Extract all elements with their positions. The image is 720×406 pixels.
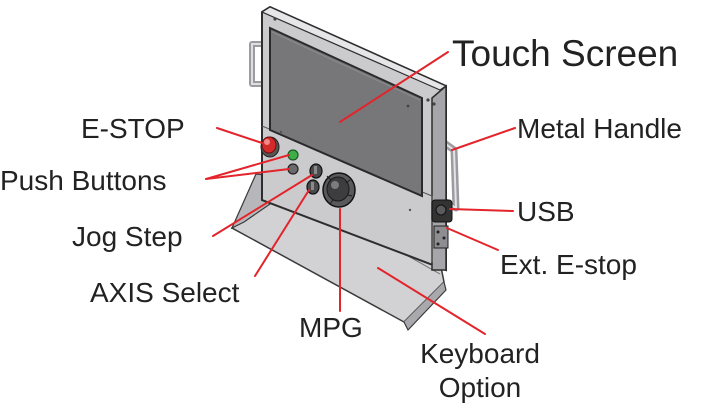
label-keyboard-line2: Option bbox=[438, 372, 522, 403]
leader-jog-step bbox=[212, 174, 313, 237]
axis-select-knob bbox=[306, 179, 320, 195]
leader-e-stop bbox=[216, 127, 263, 144]
leader-metal-handle bbox=[451, 127, 516, 151]
jog-step-knob bbox=[309, 163, 323, 179]
label-keyboard-line1: Keyboard bbox=[420, 338, 540, 369]
leader-usb bbox=[449, 208, 514, 212]
label-mpg: MPG bbox=[299, 312, 363, 343]
label-ext-estop: Ext. E-stop bbox=[500, 249, 637, 280]
estop-button bbox=[260, 136, 280, 158]
leader-push-button-top bbox=[205, 154, 290, 180]
label-usb: USB bbox=[517, 196, 575, 227]
leader-touch-screen bbox=[339, 51, 449, 123]
left-metal-handle bbox=[249, 41, 263, 87]
label-jog-step: Jog Step bbox=[72, 221, 183, 252]
usb-port bbox=[431, 199, 453, 223]
touch-screen-display bbox=[269, 26, 423, 198]
label-keyboard-option: Keyboard Option bbox=[404, 337, 556, 405]
leader-axis-select bbox=[254, 189, 310, 277]
leader-lines bbox=[205, 51, 516, 335]
mpg-handwheel bbox=[322, 172, 356, 208]
leader-keyboard bbox=[377, 267, 486, 335]
label-touch-screen: Touch Screen bbox=[452, 33, 679, 74]
label-push-buttons: Push Buttons bbox=[0, 165, 167, 196]
ext-estop-connector bbox=[433, 225, 449, 249]
leader-push-button-bottom bbox=[205, 168, 290, 180]
label-metal-handle: Metal Handle bbox=[517, 113, 682, 144]
label-axis-select: AXIS Select bbox=[90, 277, 240, 308]
label-e-stop: E-STOP bbox=[81, 113, 185, 144]
leader-ext-estop bbox=[446, 227, 499, 251]
